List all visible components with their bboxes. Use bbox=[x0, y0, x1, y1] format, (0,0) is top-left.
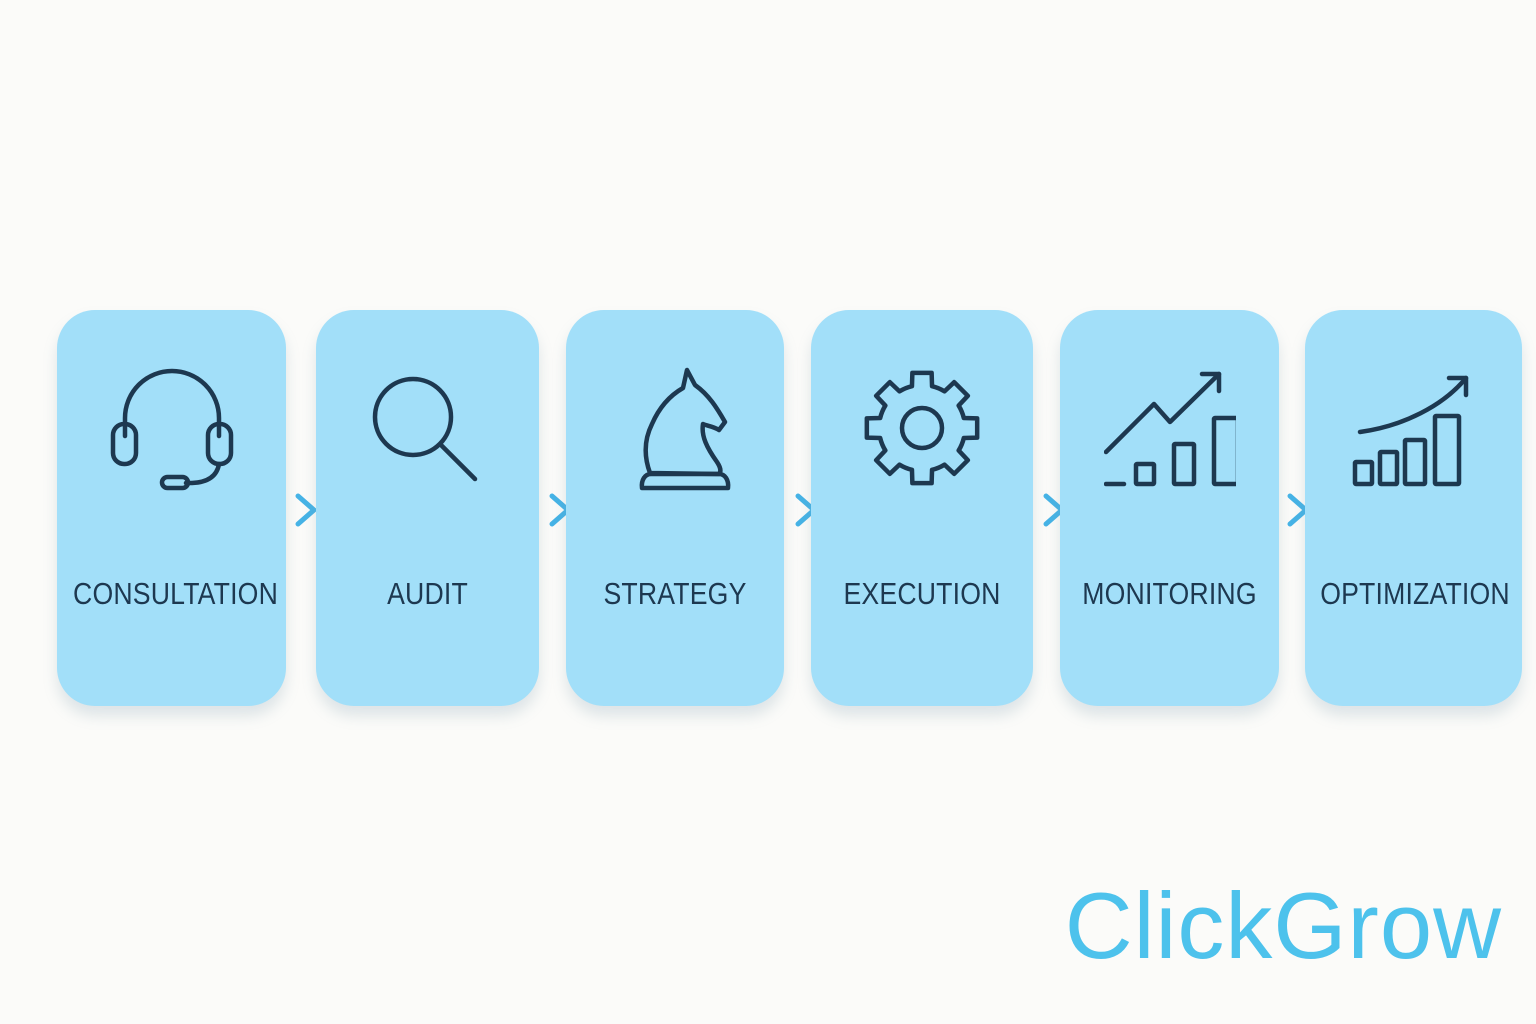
growth-chart-icon bbox=[1348, 366, 1480, 498]
chess-knight-icon bbox=[609, 366, 741, 498]
step-card-consultation: CONSULTATION bbox=[57, 310, 286, 706]
step-label-execution: EXECUTION bbox=[843, 576, 1001, 611]
step-label-consultation: CONSULTATION bbox=[73, 576, 279, 611]
step-label-strategy: STRATEGY bbox=[603, 576, 747, 611]
step-label-monitoring: MONITORING bbox=[1082, 576, 1257, 611]
magnifier-icon bbox=[362, 366, 494, 498]
step-card-strategy: STRATEGY bbox=[566, 310, 784, 706]
step-card-optimization: OPTIMIZATION bbox=[1305, 310, 1522, 706]
headset-icon bbox=[106, 366, 238, 498]
step-label-optimization: OPTIMIZATION bbox=[1320, 576, 1510, 611]
step-card-audit: AUDIT bbox=[316, 310, 539, 706]
gear-icon bbox=[856, 366, 988, 498]
trend-chart-icon bbox=[1103, 366, 1236, 498]
step-label-audit: AUDIT bbox=[387, 576, 468, 611]
chevron-right-icon bbox=[288, 492, 324, 528]
brand-logo-text: ClickGrow bbox=[1064, 873, 1502, 978]
step-card-monitoring: MONITORING bbox=[1060, 310, 1279, 706]
step-card-execution: EXECUTION bbox=[811, 310, 1033, 706]
